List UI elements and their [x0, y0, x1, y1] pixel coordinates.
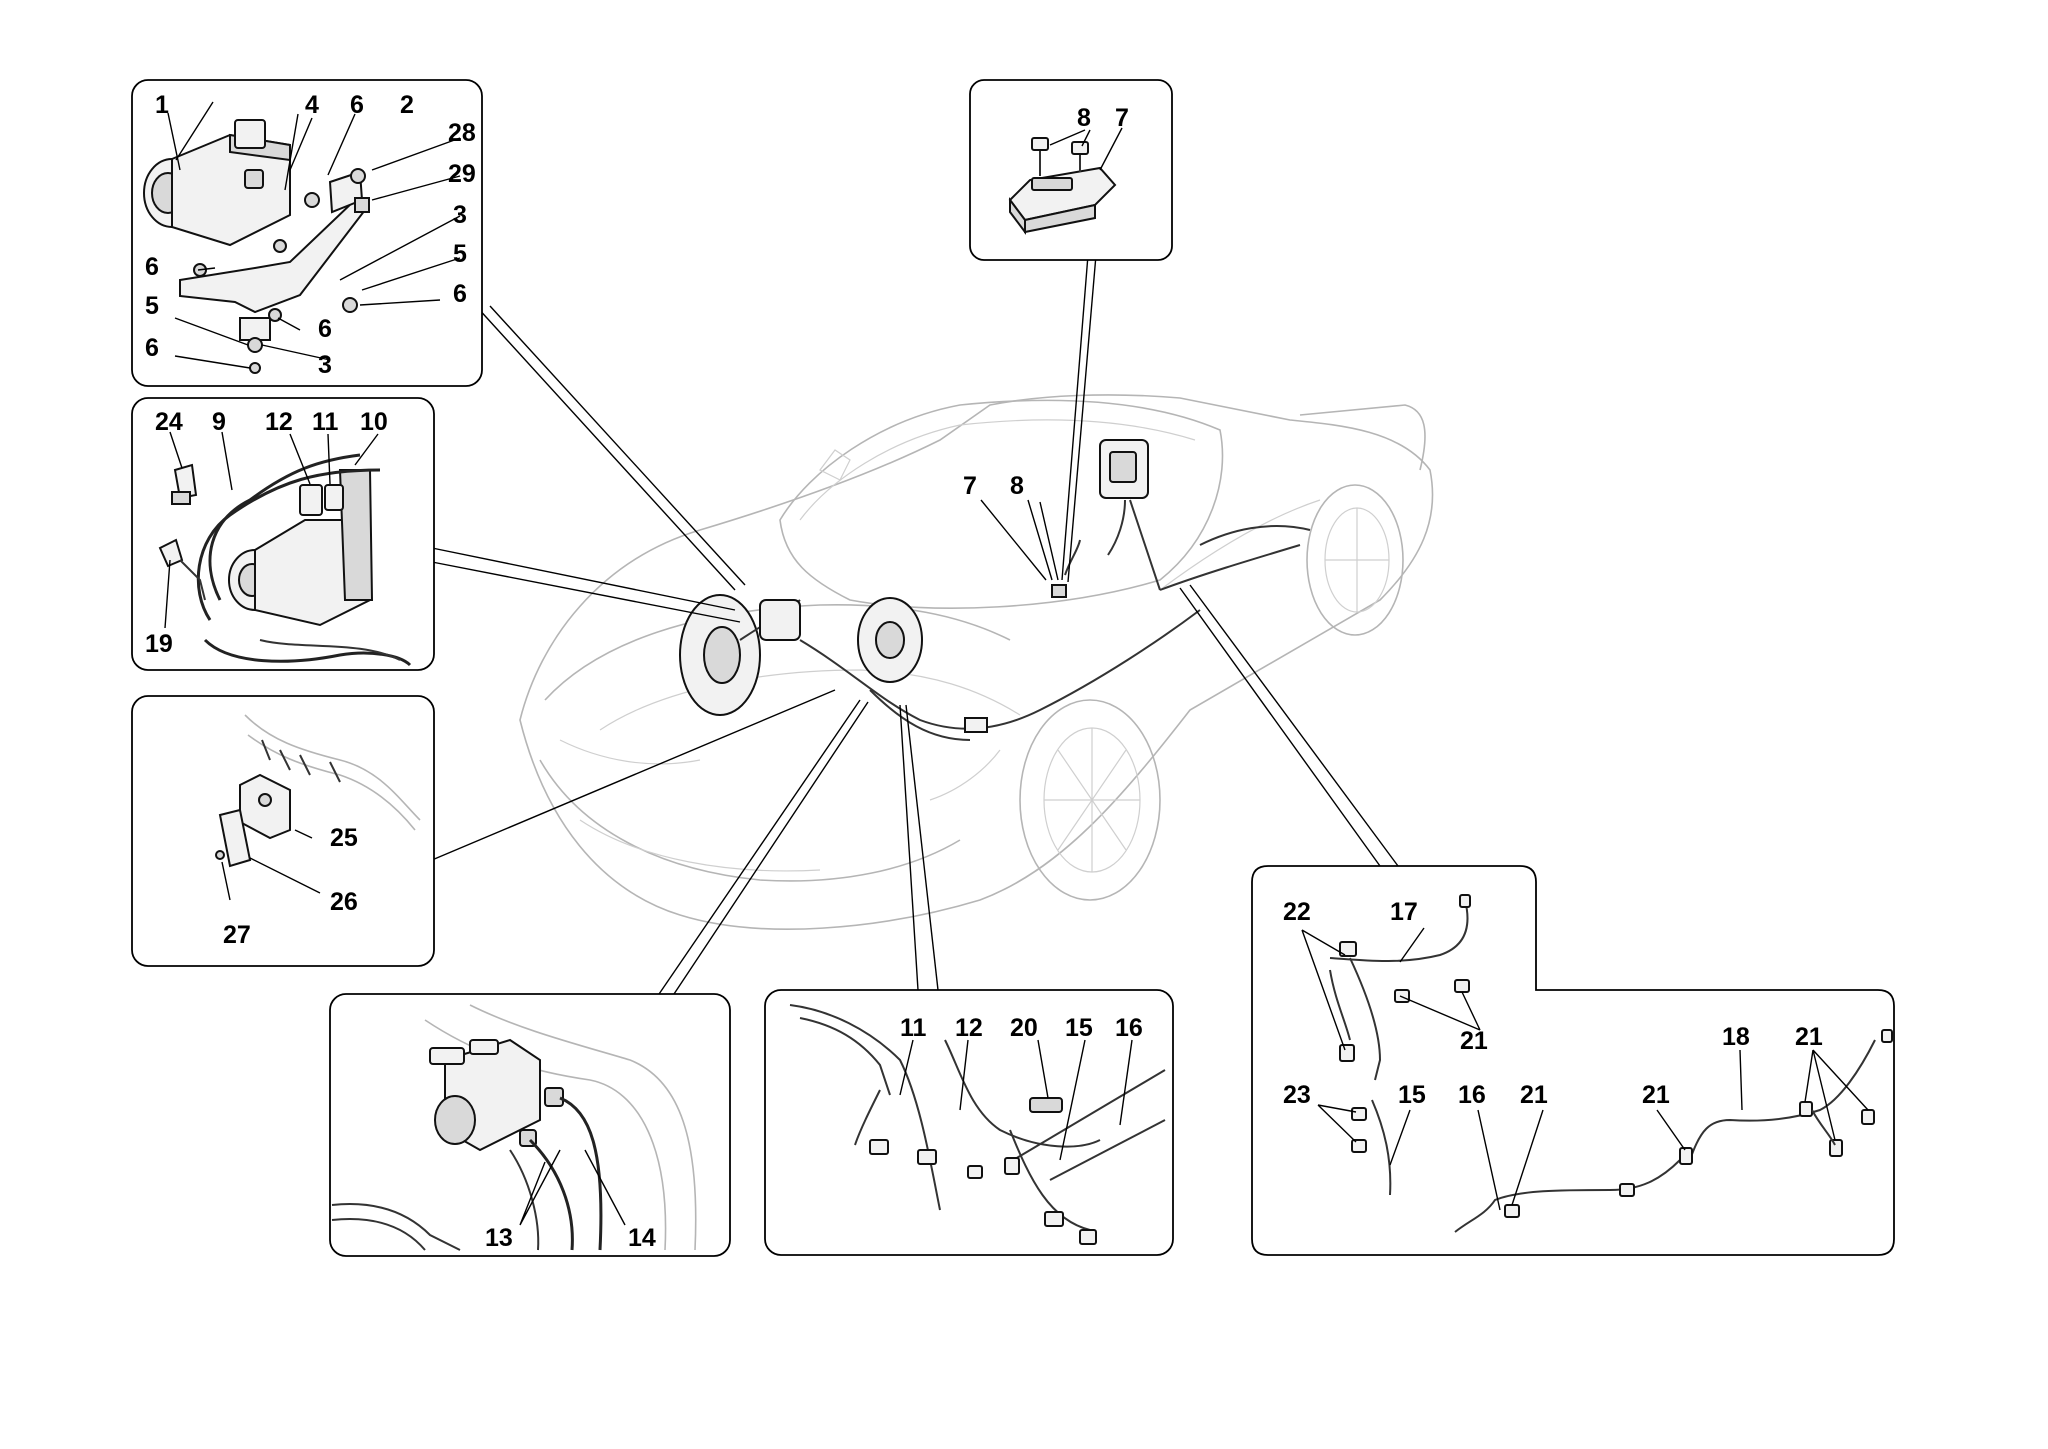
- rear-wiring-label-22: 22: [1283, 898, 1311, 926]
- sensor-label-7: 7: [1115, 104, 1129, 132]
- abs-label-28: 28: [448, 119, 476, 147]
- panel-booster-detail: 13 14: [329, 993, 731, 1257]
- hydraulic-label-10: 10: [360, 408, 388, 436]
- leader-lines: [431, 254, 1399, 998]
- panel-abs-unit: 1 4 6 2 28 29 3 5 6 6 5 6 3 6 6: [131, 79, 483, 387]
- sensor-label-8: 8: [1077, 104, 1091, 132]
- rear-wiring-label-17: 17: [1390, 898, 1418, 926]
- front-wiring-label-15: 15: [1065, 1014, 1093, 1042]
- panel-sensor-unit: 8 7: [969, 79, 1173, 261]
- car-label-8: 8: [1010, 472, 1024, 500]
- rear-wiring-label-21d: 21: [1795, 1023, 1823, 1051]
- abs-label-5b: 5: [145, 292, 159, 320]
- abs-label-1: 1: [155, 91, 169, 119]
- panel-rear-wiring: 22 17 21 23 15 16 21 21 18 21: [1251, 865, 1895, 1256]
- bracket-label-25: 25: [330, 824, 358, 852]
- abs-label-5a: 5: [453, 240, 467, 268]
- abs-label-2: 2: [400, 91, 414, 119]
- hydraulic-label-12: 12: [265, 408, 293, 436]
- car-outline: [519, 394, 1434, 930]
- rear-wiring-label-16: 16: [1458, 1081, 1486, 1109]
- booster-label-14: 14: [628, 1224, 656, 1252]
- rear-wiring-label-18: 18: [1722, 1023, 1750, 1051]
- abs-label-6b: 6: [145, 253, 159, 281]
- car-label-7: 7: [963, 472, 977, 500]
- rear-wiring-label-21b: 21: [1520, 1081, 1548, 1109]
- abs-label-4: 4: [305, 91, 319, 119]
- hydraulic-label-9: 9: [212, 408, 226, 436]
- abs-label-6c: 6: [453, 280, 467, 308]
- abs-label-6a: 6: [350, 91, 364, 119]
- rear-wiring-label-23: 23: [1283, 1081, 1311, 1109]
- panel-front-wiring: 11 12 20 15 16: [764, 989, 1174, 1256]
- hydraulic-label-11: 11: [312, 408, 339, 436]
- abs-label-6e: 6: [145, 334, 159, 362]
- hydraulic-label-24: 24: [155, 408, 183, 436]
- hydraulic-label-19: 19: [145, 630, 173, 658]
- panel-hydraulic-lines: 24 9 12 11 10 19: [131, 397, 435, 671]
- abs-label-3a: 3: [453, 201, 467, 229]
- front-wiring-label-20: 20: [1010, 1014, 1038, 1042]
- rear-wiring-label-21c: 21: [1642, 1081, 1670, 1109]
- brake-system-on-car: [679, 439, 1311, 741]
- bracket-label-27: 27: [223, 921, 251, 949]
- front-wiring-label-11: 11: [900, 1014, 927, 1042]
- front-wiring-label-16: 16: [1115, 1014, 1143, 1042]
- rear-wiring-label-15: 15: [1398, 1081, 1426, 1109]
- rear-wiring-label-21a: 21: [1460, 1027, 1488, 1055]
- booster-label-13: 13: [485, 1224, 513, 1252]
- abs-label-6d: 6: [318, 315, 332, 343]
- front-wiring-label-12: 12: [955, 1014, 983, 1042]
- abs-label-29: 29: [448, 160, 476, 188]
- panel-bracket-detail: 25 26 27: [131, 695, 435, 967]
- abs-label-3b: 3: [318, 351, 332, 379]
- bracket-label-26: 26: [330, 888, 358, 916]
